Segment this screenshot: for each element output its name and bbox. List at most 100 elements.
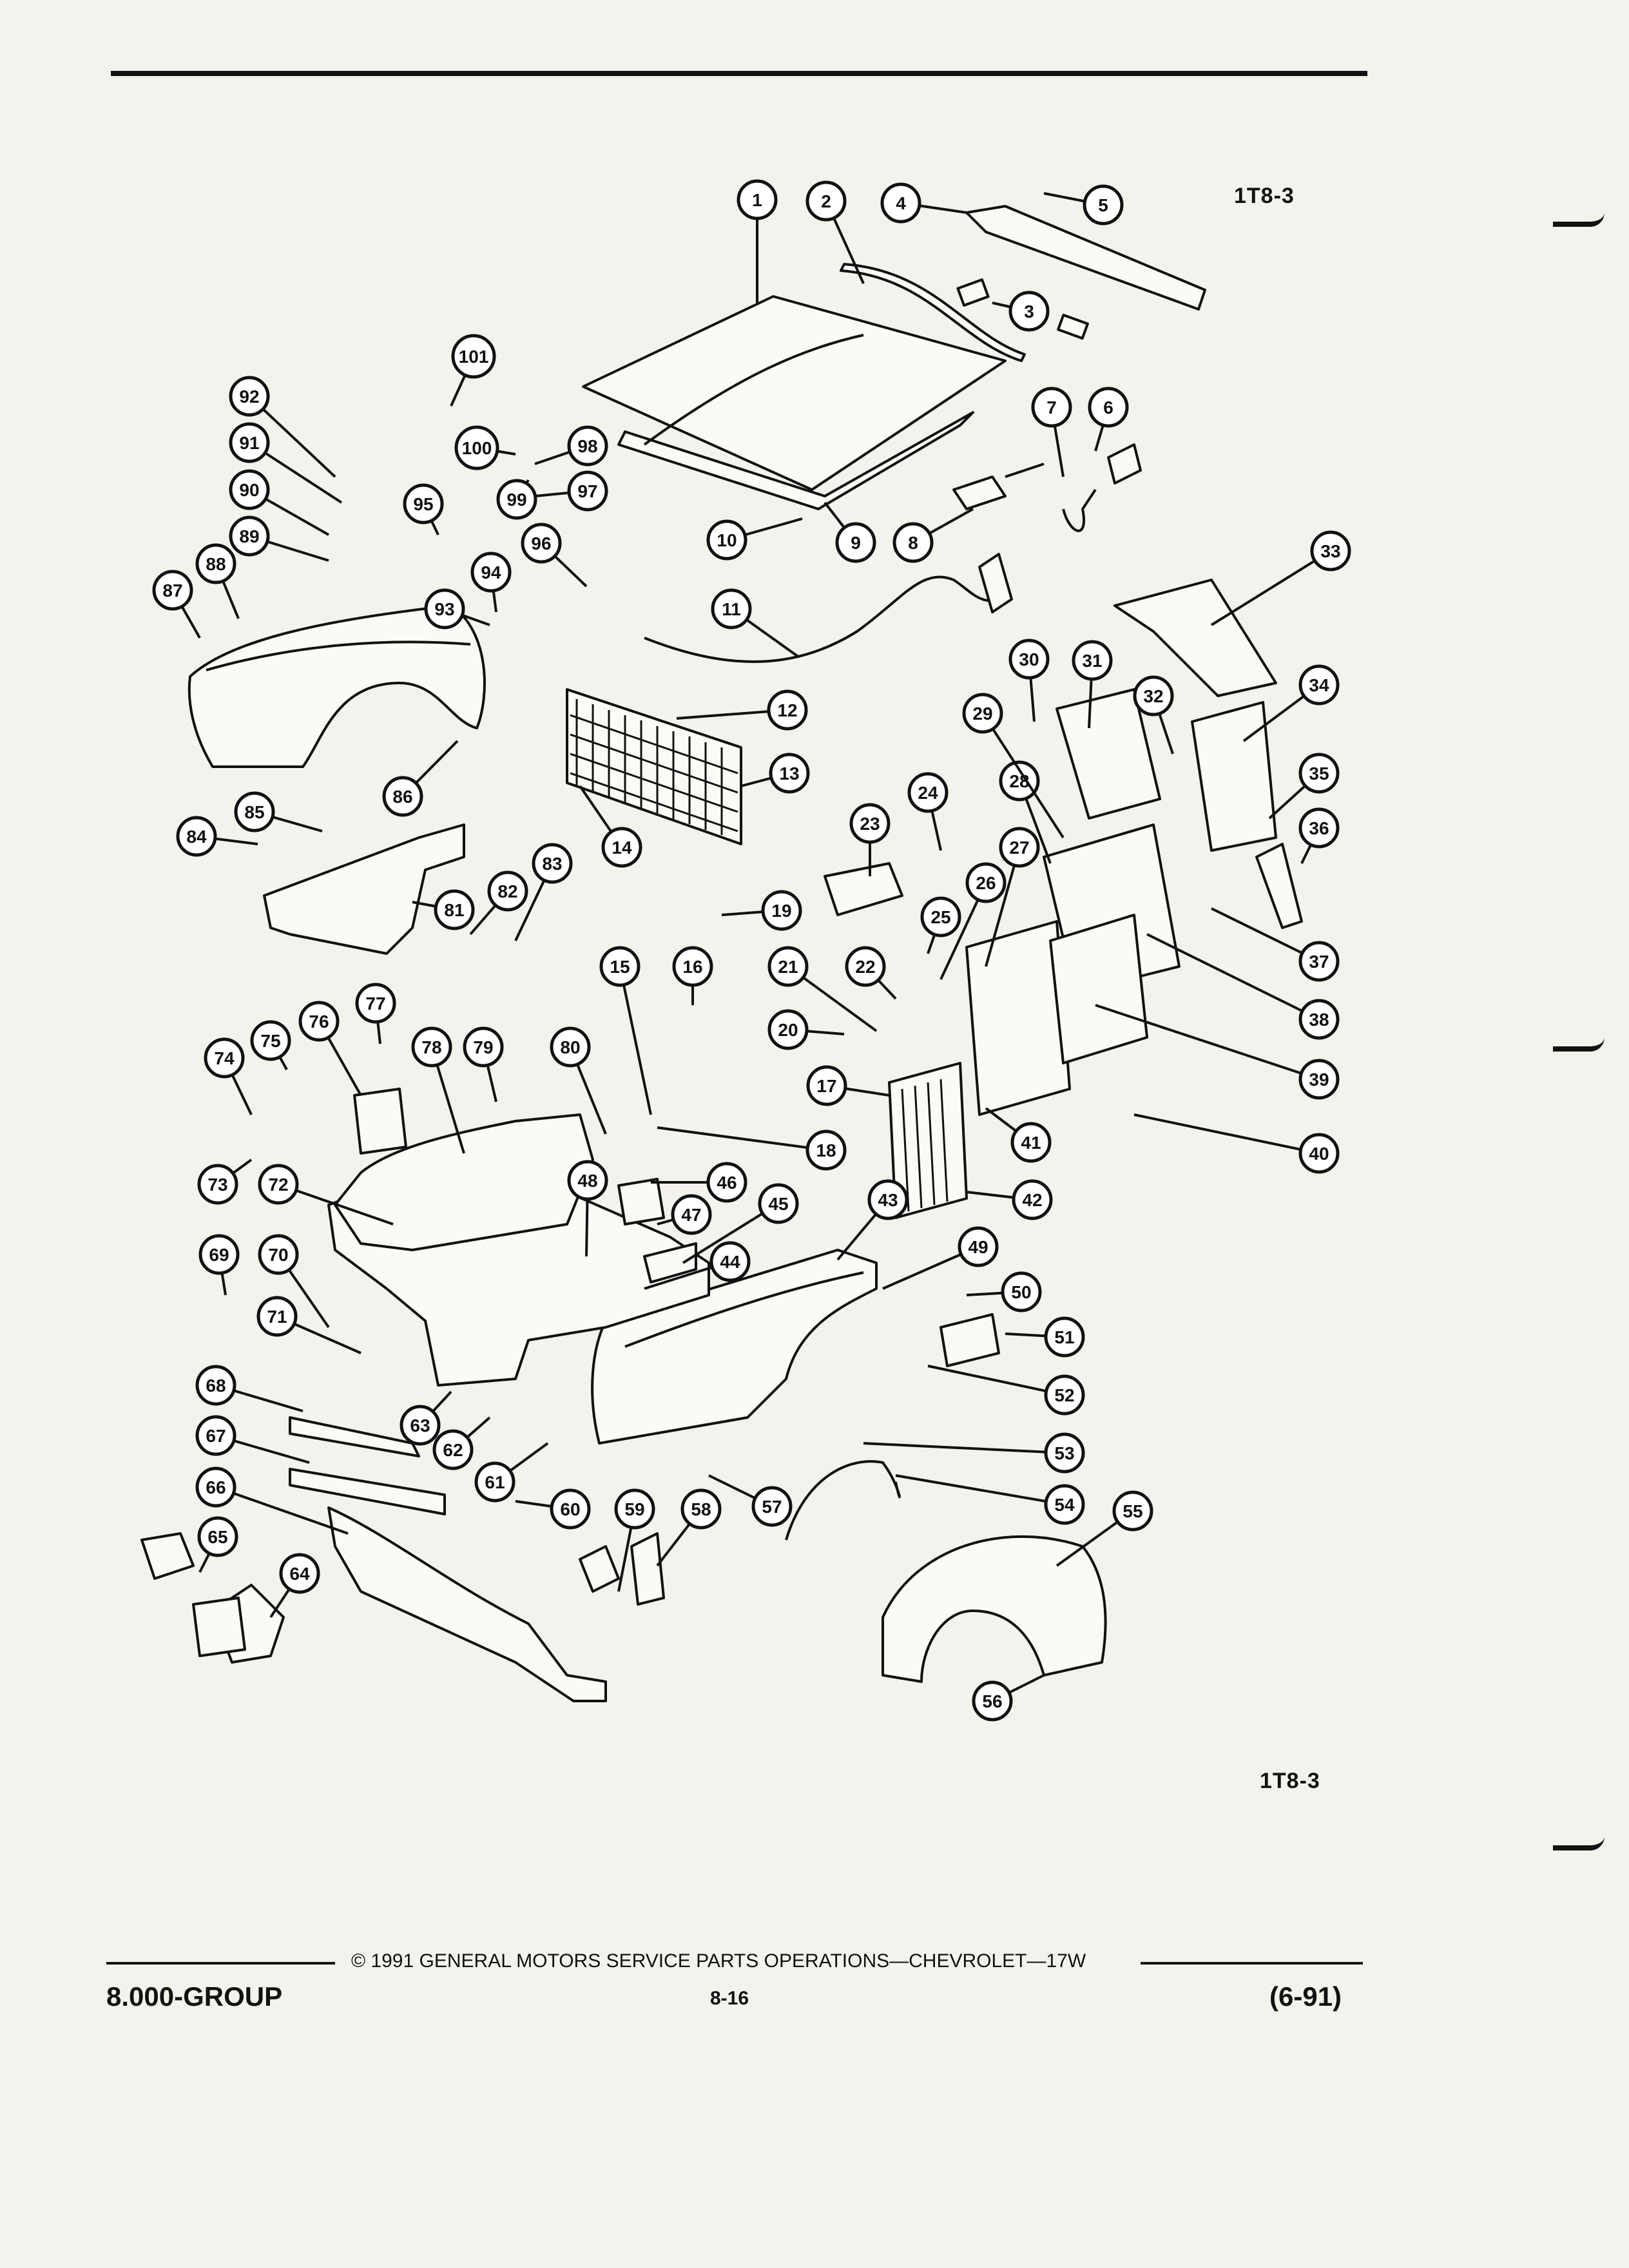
callout-label: 89 bbox=[239, 526, 259, 546]
callout-4: 4 bbox=[880, 182, 967, 224]
radiator-grille bbox=[566, 688, 742, 845]
leader-line bbox=[863, 1442, 1065, 1454]
callout-17: 17 bbox=[806, 1065, 890, 1106]
callout-81: 81 bbox=[412, 889, 475, 930]
callout-label: 58 bbox=[691, 1499, 711, 1519]
callout-79: 79 bbox=[463, 1026, 504, 1102]
callout-50: 50 bbox=[966, 1271, 1042, 1312]
callout-label: 29 bbox=[972, 704, 992, 724]
callout-label: 15 bbox=[610, 957, 630, 977]
callout-11: 11 bbox=[711, 588, 800, 658]
callout-1: 1 bbox=[737, 179, 778, 303]
callout-74: 74 bbox=[204, 1037, 253, 1115]
callout-31: 31 bbox=[1072, 640, 1113, 729]
callout-37: 37 bbox=[1211, 907, 1340, 982]
callout-label: 61 bbox=[485, 1472, 505, 1492]
callout-label: 69 bbox=[209, 1245, 229, 1265]
callout-label: 76 bbox=[309, 1012, 329, 1032]
callout-label: 53 bbox=[1054, 1443, 1074, 1463]
callout-label: 46 bbox=[717, 1173, 737, 1193]
callout-96: 96 bbox=[521, 523, 588, 588]
callout-26: 26 bbox=[940, 862, 1007, 980]
callout-label: 43 bbox=[878, 1190, 898, 1210]
callout-label: 73 bbox=[207, 1175, 227, 1195]
callout-label: 84 bbox=[186, 827, 207, 847]
callout-label: 25 bbox=[930, 907, 950, 927]
callout-48: 48 bbox=[567, 1160, 608, 1257]
callout-label: 10 bbox=[717, 530, 737, 550]
callout-label: 17 bbox=[816, 1076, 836, 1096]
callout-label: 94 bbox=[481, 562, 501, 582]
callout-84: 84 bbox=[176, 816, 258, 857]
callout-20: 20 bbox=[767, 1009, 845, 1050]
callout-65: 65 bbox=[197, 1516, 238, 1573]
callout-label: 81 bbox=[444, 900, 464, 920]
callout-label: 33 bbox=[1320, 541, 1340, 561]
callout-32: 32 bbox=[1133, 675, 1174, 754]
callout-87: 87 bbox=[152, 570, 201, 639]
callout-label: 2 bbox=[821, 191, 831, 211]
cowl-clip-part bbox=[1057, 313, 1089, 340]
callout-75: 75 bbox=[250, 1020, 291, 1070]
callout-label: 97 bbox=[577, 481, 597, 501]
seal-part bbox=[1255, 843, 1303, 929]
callout-label: 22 bbox=[855, 957, 875, 977]
binding-mark bbox=[1553, 1836, 1605, 1850]
callout-8: 8 bbox=[892, 508, 974, 563]
callout-10: 10 bbox=[706, 517, 803, 561]
callout-99: 99 bbox=[496, 479, 537, 520]
callout-label: 77 bbox=[365, 994, 385, 1014]
dash-panel-part bbox=[1055, 688, 1161, 820]
figure-code-top: 1T8-3 bbox=[1234, 184, 1295, 208]
callout-36: 36 bbox=[1298, 807, 1340, 864]
callout-label: 60 bbox=[560, 1499, 580, 1519]
callout-label: 74 bbox=[214, 1048, 235, 1068]
callout-41: 41 bbox=[985, 1107, 1052, 1163]
callout-label: 21 bbox=[778, 957, 798, 977]
callout-44: 44 bbox=[644, 1241, 751, 1290]
leader-line bbox=[981, 712, 1065, 839]
left-front-fender bbox=[188, 604, 486, 768]
binding-mark bbox=[1553, 213, 1605, 227]
callout-label: 38 bbox=[1309, 1010, 1329, 1030]
callout-label: 67 bbox=[206, 1426, 226, 1446]
callout-label: 100 bbox=[462, 438, 492, 458]
callout-85: 85 bbox=[234, 791, 323, 832]
callout-23: 23 bbox=[849, 803, 891, 876]
callout-7: 7 bbox=[1031, 387, 1072, 477]
bezel-part-2 bbox=[630, 1532, 665, 1606]
callout-22: 22 bbox=[845, 946, 897, 1000]
callout-64: 64 bbox=[269, 1553, 320, 1619]
hood-bracket bbox=[1107, 443, 1142, 485]
callout-82: 82 bbox=[469, 870, 528, 936]
callout-label: 87 bbox=[162, 581, 182, 601]
intake-duct-part bbox=[192, 1597, 246, 1657]
callout-68: 68 bbox=[195, 1365, 304, 1412]
callout-label: 48 bbox=[577, 1171, 597, 1191]
callout-label: 26 bbox=[976, 873, 996, 893]
callout-label: 12 bbox=[777, 700, 797, 720]
callout-69: 69 bbox=[198, 1234, 240, 1296]
callout-label: 54 bbox=[1054, 1495, 1075, 1515]
callout-3: 3 bbox=[992, 291, 1050, 332]
callout-label: 56 bbox=[982, 1691, 1002, 1711]
callout-29: 29 bbox=[962, 693, 1065, 839]
part-illustrations bbox=[140, 205, 1303, 1702]
callout-57: 57 bbox=[708, 1474, 793, 1527]
callout-label: 98 bbox=[577, 436, 597, 456]
condenser-part bbox=[965, 920, 1071, 1116]
callout-95: 95 bbox=[403, 483, 444, 535]
callout-label: 50 bbox=[1011, 1282, 1031, 1302]
footer-date-code: (6-91) bbox=[1269, 1981, 1342, 2012]
callout-70: 70 bbox=[258, 1234, 330, 1329]
callout-6: 6 bbox=[1088, 387, 1129, 452]
callout-12: 12 bbox=[676, 689, 808, 731]
callout-label: 35 bbox=[1309, 764, 1329, 783]
callout-label: 86 bbox=[392, 787, 412, 807]
callout-label: 18 bbox=[816, 1140, 836, 1160]
callout-label: 101 bbox=[459, 347, 489, 367]
callout-label: 11 bbox=[722, 599, 741, 619]
leader-line bbox=[895, 1474, 1065, 1506]
callout-label: 92 bbox=[239, 387, 259, 407]
callout-90: 90 bbox=[229, 469, 329, 536]
